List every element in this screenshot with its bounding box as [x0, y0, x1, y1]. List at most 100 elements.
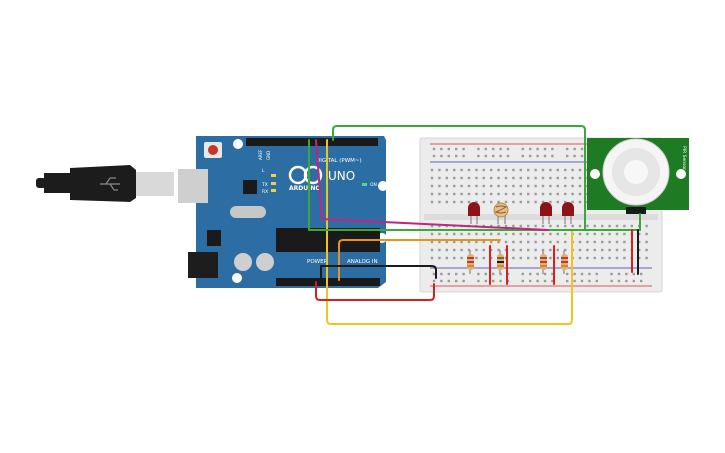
breadboard-hole	[482, 184, 485, 188]
pir-dome-lens	[624, 160, 648, 184]
pir-sensor-label: PIR Sensor	[681, 146, 687, 170]
breadboard-hole	[460, 248, 463, 252]
breadboard-hole	[534, 200, 537, 204]
breadboard-hole	[453, 248, 456, 252]
breadboard-hole	[460, 256, 463, 260]
breadboard-hole	[527, 232, 530, 236]
wire-green	[308, 139, 641, 231]
breadboard-hole	[460, 192, 463, 196]
breadboard-hole	[543, 279, 547, 283]
breadboard-hole	[445, 184, 448, 188]
breadboard-hole	[512, 200, 515, 204]
breadboard-hole	[497, 168, 500, 172]
tx-label: TX	[261, 182, 268, 188]
breadboard-hole	[571, 192, 574, 196]
breadboard-hole	[519, 184, 522, 188]
breadboard-hole	[521, 279, 524, 283]
breadboard-hole	[571, 176, 574, 180]
breadboard-hole	[556, 232, 559, 236]
wire-green-pir	[332, 125, 641, 231]
breadboard-hole	[549, 200, 552, 204]
breadboard-hole	[497, 224, 500, 228]
breadboard-hole	[615, 256, 619, 260]
pir-header	[626, 207, 646, 214]
breadboard-hole	[556, 200, 559, 204]
breadboard-hole	[490, 232, 493, 236]
breadboard-hole	[534, 256, 537, 260]
breadboard-hole	[541, 184, 545, 188]
breadboard-hole	[645, 256, 648, 260]
breadboard-hole	[438, 232, 441, 236]
leds	[468, 202, 574, 224]
led-3	[562, 202, 574, 224]
breadboard-hole	[595, 272, 598, 276]
digital-pwm-label: DIGITAL (PWM~)	[316, 158, 362, 164]
breadboard-hole	[610, 272, 613, 276]
breadboard-hole	[497, 192, 500, 196]
breadboard-hole	[440, 272, 443, 276]
breadboard-hole	[638, 256, 641, 260]
breadboard-hole	[460, 200, 463, 204]
breadboard-hole	[490, 248, 493, 252]
breadboard-hole	[645, 224, 648, 228]
breadboard-hole	[475, 200, 478, 204]
breadboard-hole	[475, 192, 478, 196]
breadboard-hole	[445, 248, 448, 252]
breadboard-hole	[564, 240, 567, 244]
breadboard-hole	[497, 232, 500, 236]
breadboard-hole	[512, 184, 515, 188]
breadboard-hole	[608, 248, 611, 252]
breadboard-hole	[623, 224, 626, 228]
breadboard-hole	[527, 184, 530, 188]
breadboard-hole	[492, 154, 495, 158]
breadboard-hole	[475, 168, 478, 172]
breadboard-hole	[438, 248, 441, 252]
breadboard-hole	[512, 224, 515, 228]
usb-chip	[243, 180, 257, 194]
breadboard-hole	[484, 279, 487, 283]
breadboard-hole	[477, 272, 480, 276]
breadboard-hole	[578, 248, 582, 252]
breadboard-holes	[430, 147, 648, 283]
capacitor	[256, 253, 274, 271]
analog-in-label: ANALOG IN	[347, 259, 378, 265]
breadboard-hole	[477, 154, 480, 158]
breadboard-hole	[467, 232, 471, 236]
breadboard-hole	[521, 272, 524, 276]
breadboard-hole	[445, 256, 448, 260]
breadboard-hole	[484, 272, 487, 276]
on-label: ON	[370, 182, 377, 188]
breadboard-hole	[438, 192, 441, 196]
breadboard-hole	[630, 224, 633, 228]
rx-label: RX	[262, 189, 268, 195]
breadboard-hole	[529, 272, 532, 276]
breadboard-hole	[578, 256, 582, 260]
breadboard-hole	[492, 272, 495, 276]
breadboard-hole	[430, 168, 434, 172]
breadboard-hole	[586, 232, 589, 236]
breadboard-hole	[586, 248, 589, 252]
breadboard-hole	[571, 224, 574, 228]
usb-icon	[100, 177, 120, 191]
power-label: POWER	[307, 259, 328, 265]
breadboard-hole	[467, 176, 471, 180]
breadboard-hole	[497, 248, 500, 252]
breadboard-hole	[645, 248, 648, 252]
breadboard-hole	[534, 232, 537, 236]
breadboard-hole	[536, 272, 539, 276]
breadboard-hole	[527, 200, 530, 204]
arduino-logo-icon-right	[303, 165, 323, 185]
breadboard-hole	[593, 224, 596, 228]
breadboard-hole	[578, 168, 582, 172]
breadboard-hole	[586, 224, 589, 228]
breadboard-hole	[440, 147, 443, 151]
resistor-4	[561, 250, 568, 274]
breadboard-hole	[549, 256, 552, 260]
breadboard-hole	[615, 224, 619, 228]
breadboard-hole	[527, 240, 530, 244]
breadboard-hole	[475, 240, 478, 244]
breadboard-hole	[430, 240, 434, 244]
breadboard-hole	[556, 192, 559, 196]
breadboard-hole	[492, 147, 495, 151]
breadboard-hole	[529, 154, 532, 158]
